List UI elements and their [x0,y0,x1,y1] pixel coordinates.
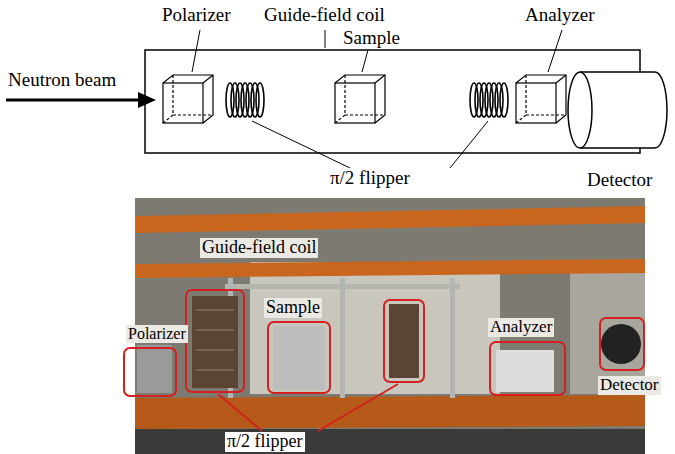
beam-arrow [6,99,140,102]
polarizer-cube [163,75,213,123]
label: Guide-field coil [200,238,318,258]
label: Guide-field coil [262,5,387,26]
label: Sample [341,28,402,49]
flipper-coil [226,83,264,117]
label: Polarizer [126,325,188,343]
label: π/2 flipper [225,432,305,452]
apparatus-photo [124,198,645,454]
label: Detector [585,170,654,191]
analyzer-cube [516,75,566,123]
label: Analyzer [488,318,554,337]
label: Polarizer [160,5,233,26]
guide-field-box [145,50,640,153]
label: Sample [264,298,322,318]
label: π/2 flipper [328,168,412,189]
label: Analyzer [523,5,597,26]
flipper-coil [470,83,508,117]
detector-cylinder [568,72,667,148]
label: Neutron beam [6,70,118,91]
beam-arrowhead [138,92,156,108]
label: Detector [598,376,661,395]
leader-line [192,30,562,168]
sample-cube [335,75,385,123]
